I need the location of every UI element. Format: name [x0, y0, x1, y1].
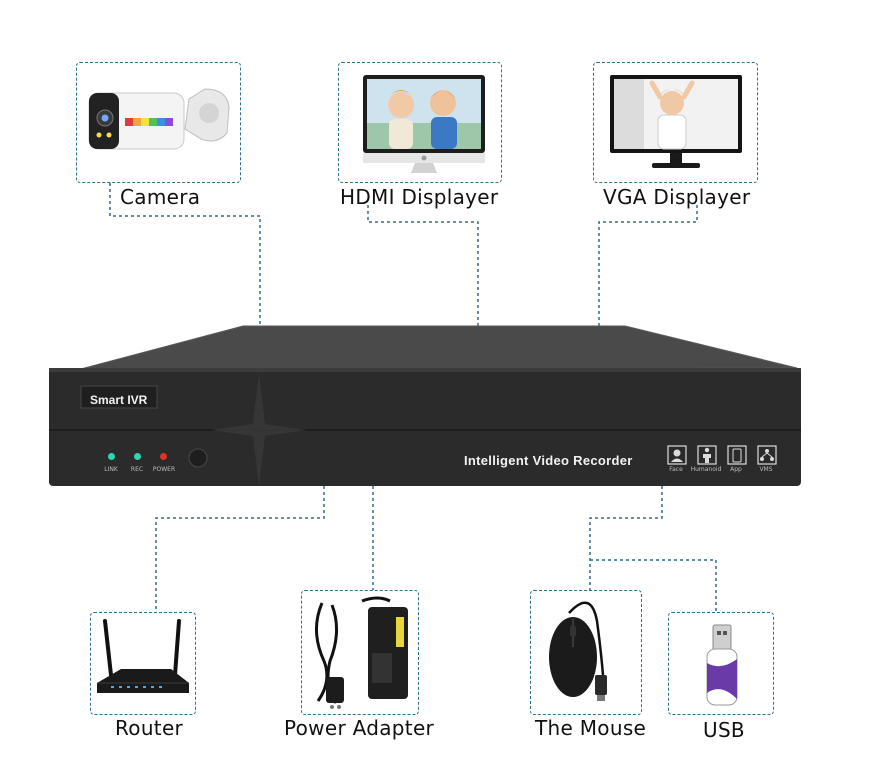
link-led	[108, 453, 115, 460]
face-icon	[667, 445, 687, 465]
router-box	[90, 612, 196, 715]
camera-box	[76, 62, 241, 183]
dvr-brand: Smart IVR	[90, 393, 148, 407]
humanoid-icon	[697, 445, 717, 465]
usb-icon	[706, 624, 738, 706]
vms-label: VMS	[759, 466, 773, 473]
camera-icon	[88, 88, 230, 150]
router-connector	[155, 486, 325, 612]
face-label: Face	[669, 466, 683, 473]
mouse-connector	[589, 486, 663, 590]
vms-icon	[757, 445, 777, 465]
humanoid-label: Humanoid	[690, 466, 722, 473]
camera-label: Camera	[120, 185, 201, 209]
usb-box	[668, 612, 774, 715]
vga-connector	[598, 205, 698, 330]
power-led	[160, 453, 167, 460]
app-icon	[727, 445, 747, 465]
power-led-label: POWER	[152, 466, 176, 473]
hdmi-box	[338, 62, 502, 183]
usb-label: USB	[703, 718, 745, 742]
link-led-label: LINK	[104, 466, 118, 473]
vga-label: VGA Displayer	[603, 185, 751, 209]
power-label: Power Adapter	[284, 716, 435, 740]
router-icon	[97, 619, 189, 693]
power-adapter-icon	[315, 596, 408, 709]
mouse-label: The Mouse	[535, 716, 647, 740]
rec-led	[134, 453, 141, 460]
monitor-icon	[610, 75, 742, 168]
hdmi-label: HDMI Displayer	[340, 185, 499, 209]
rec-led-label: REC	[130, 466, 144, 473]
hdmi-connector	[367, 205, 479, 330]
router-label: Router	[115, 716, 184, 740]
vga-box	[593, 62, 758, 183]
camera-connector	[109, 183, 261, 330]
mouse-box	[530, 590, 642, 715]
feature-icons	[667, 445, 777, 465]
power-box	[301, 590, 419, 715]
mouse-icon	[549, 601, 607, 701]
dvr-unit	[49, 325, 801, 486]
monitor-icon	[363, 75, 485, 173]
dvr-title: Intelligent Video Recorder	[464, 453, 633, 468]
usb-connector	[590, 559, 717, 612]
app-label: App	[730, 466, 742, 473]
